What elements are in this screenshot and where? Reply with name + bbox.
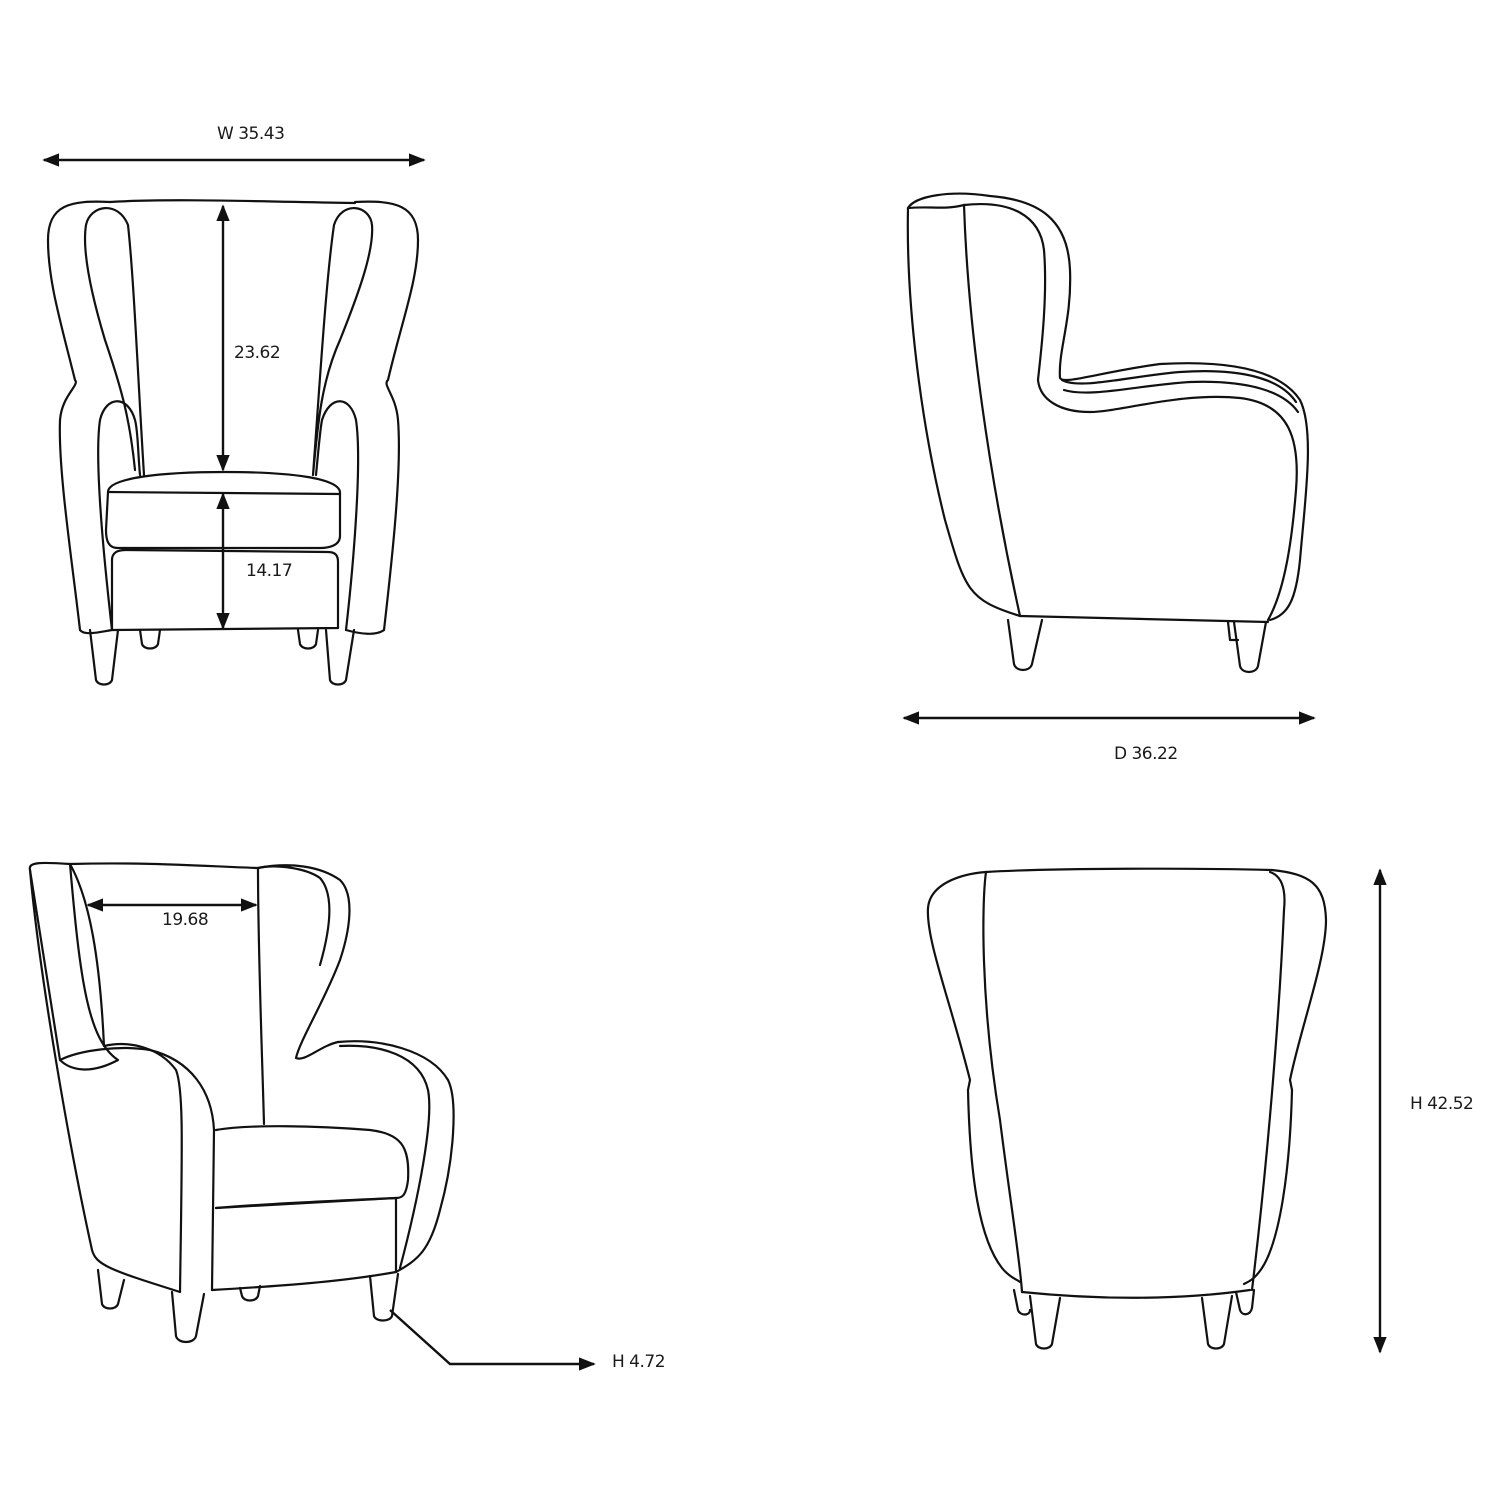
- persp-leg-2: [170, 1290, 206, 1344]
- front-cushion-seam: [106, 490, 342, 496]
- persp-seat-cushion: [214, 1125, 410, 1210]
- back-leg-4: [1234, 1288, 1256, 1316]
- front-left-arm: [97, 400, 142, 632]
- back-outer-shell: [926, 870, 1022, 1284]
- front-leg-fr: [324, 628, 356, 686]
- persp-left-side: [28, 868, 182, 1294]
- side-leg-front: [1232, 620, 1268, 674]
- front-leg-br: [296, 628, 320, 650]
- side-profile-inner: [962, 203, 1298, 622]
- front-seat-cushion: [104, 470, 342, 550]
- front-left-inner-wing: [83, 207, 146, 477]
- front-left-base: [78, 628, 114, 635]
- persp-top-edge: [68, 862, 260, 870]
- persp-back-right-seam: [256, 866, 266, 1126]
- back-leg-3: [1200, 1294, 1234, 1350]
- back-panel-right: [1250, 870, 1286, 1292]
- back-panel-left: [982, 870, 1024, 1294]
- persp-leg-4: [368, 1272, 400, 1322]
- front-view: [42, 153, 426, 686]
- front-leg-bl: [138, 628, 162, 650]
- side-arm-ridge-1: [1060, 370, 1298, 404]
- side-view: [902, 192, 1316, 725]
- leg-height-leader-arrow: [389, 1309, 596, 1371]
- perspective-view: [28, 861, 596, 1371]
- front-right-arm: [314, 400, 360, 632]
- persp-seat-front: [214, 1196, 398, 1274]
- persp-left-outer: [28, 861, 120, 1071]
- back-leg-2: [1028, 1294, 1062, 1350]
- persp-leg-3: [238, 1284, 262, 1302]
- front-right-inner-wing: [311, 207, 374, 477]
- inner-back-width-label: 19.68: [162, 910, 209, 930]
- front-leg-fl: [88, 628, 120, 686]
- side-arm-ridge-2: [1062, 380, 1300, 414]
- persp-right-arm-inner: [338, 1044, 431, 1270]
- width-label: W 35.43: [217, 124, 285, 144]
- side-back-seam: [962, 203, 1022, 618]
- front-right-base: [344, 628, 386, 635]
- side-leg-hidden: [1226, 620, 1240, 642]
- side-back-outer: [906, 206, 1022, 618]
- persp-leg-1: [96, 1268, 126, 1310]
- total-height-label: H 42.52: [1410, 1094, 1474, 1114]
- front-top-edge: [108, 199, 357, 205]
- back-view: [926, 867, 1387, 1354]
- persp-right-wing-inner: [256, 865, 331, 967]
- persp-right-wing: [256, 864, 351, 1060]
- front-seat-base: [110, 548, 340, 632]
- seat-height-label: 14.17: [246, 561, 293, 581]
- persp-left-arm-front: [102, 1042, 183, 1294]
- back-outer-right: [984, 867, 1328, 1286]
- leg-height-label: H 4.72: [612, 1352, 666, 1372]
- side-profile-outer: [906, 192, 1310, 622]
- persp-right-arm-outer: [336, 1040, 455, 1274]
- side-back-top: [906, 203, 966, 210]
- back-base: [1020, 1288, 1252, 1299]
- persp-left-inner-wing: [68, 862, 106, 1048]
- front-right-outer-wing: [353, 200, 420, 632]
- depth-label: D 36.22: [1114, 744, 1178, 764]
- side-base: [1018, 614, 1270, 624]
- side-leg-back: [1006, 618, 1044, 672]
- back-leg-1: [1012, 1288, 1032, 1316]
- persp-left-arm-top: [58, 1046, 216, 1292]
- back-height-label: 23.62: [234, 343, 281, 363]
- persp-base: [210, 1270, 398, 1292]
- front-left-outer-wing: [46, 200, 112, 632]
